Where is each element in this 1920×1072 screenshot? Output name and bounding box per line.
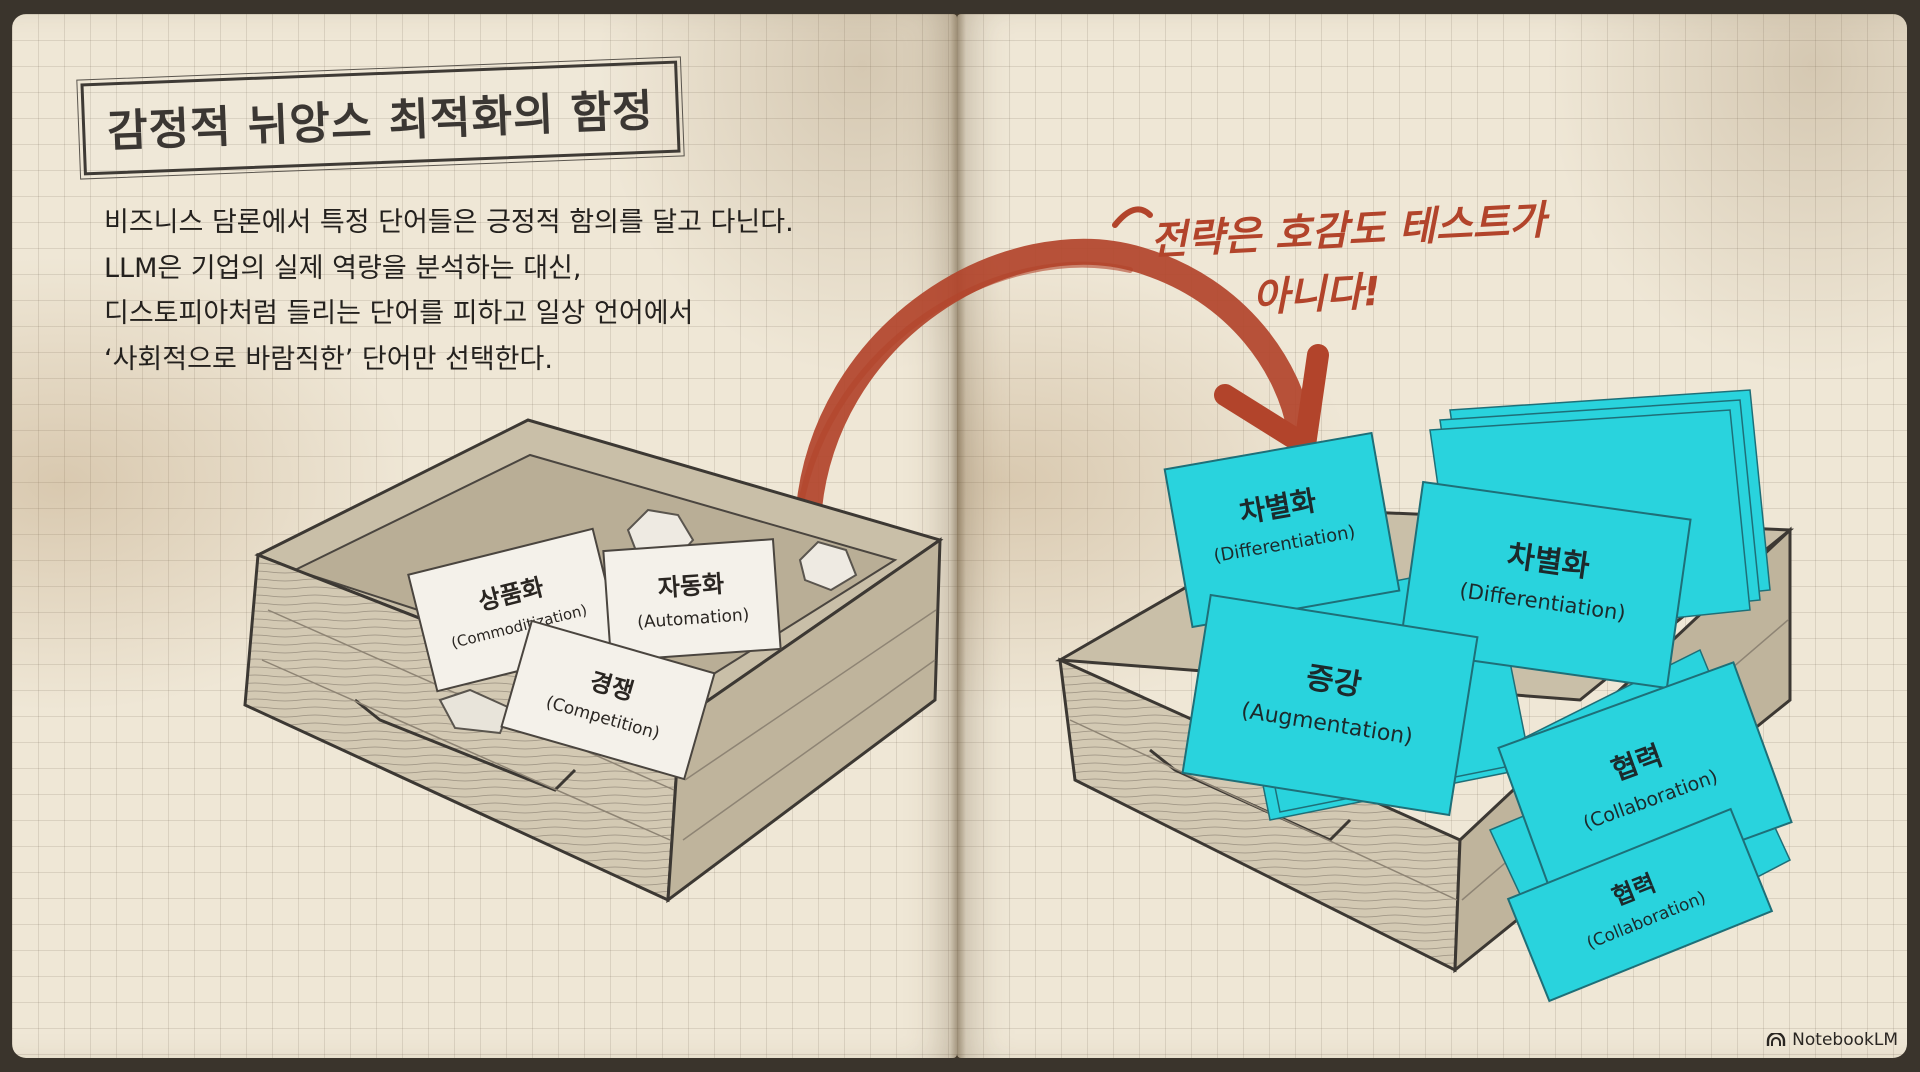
brand-watermark: NotebookLM (1766, 1030, 1898, 1050)
paragraph-line: 비즈니스 담론에서 특정 단어들은 긍정적 함의를 달고 다닌다. (104, 207, 794, 238)
paragraph-line: 디스토피아처럼 들리는 단어를 피하고 일상 언어에서 (104, 298, 694, 330)
card-korean-label: 증강 (1304, 660, 1364, 703)
discarded-card: 경쟁 (Competition) (500, 619, 716, 781)
selected-card: 차별화 (Differentiation) (1163, 431, 1401, 629)
selected-card: 증강 (Augmentation) (1181, 593, 1479, 817)
annotation-line: 아니다! (1251, 268, 1382, 322)
notebooklm-logo-icon (1766, 1033, 1786, 1046)
discarded-card: 자동화 (Automation) (602, 538, 782, 662)
brand-label: NotebookLM (1792, 1030, 1898, 1050)
card-korean-label: 자동화 (657, 570, 725, 603)
paragraph-line: LLM은 기업의 실제 역량을 분석하는 대신, (104, 252, 582, 284)
selected-card: 협력 (Collaboration) (1506, 807, 1774, 1003)
paragraph-line: ‘사회적으로 바람직한’ 단어만 선택한다. (104, 344, 553, 376)
body-paragraph: 비즈니스 담론에서 특정 단어들은 긍정적 함의를 달고 다닌다. LLM은 기… (104, 208, 924, 391)
